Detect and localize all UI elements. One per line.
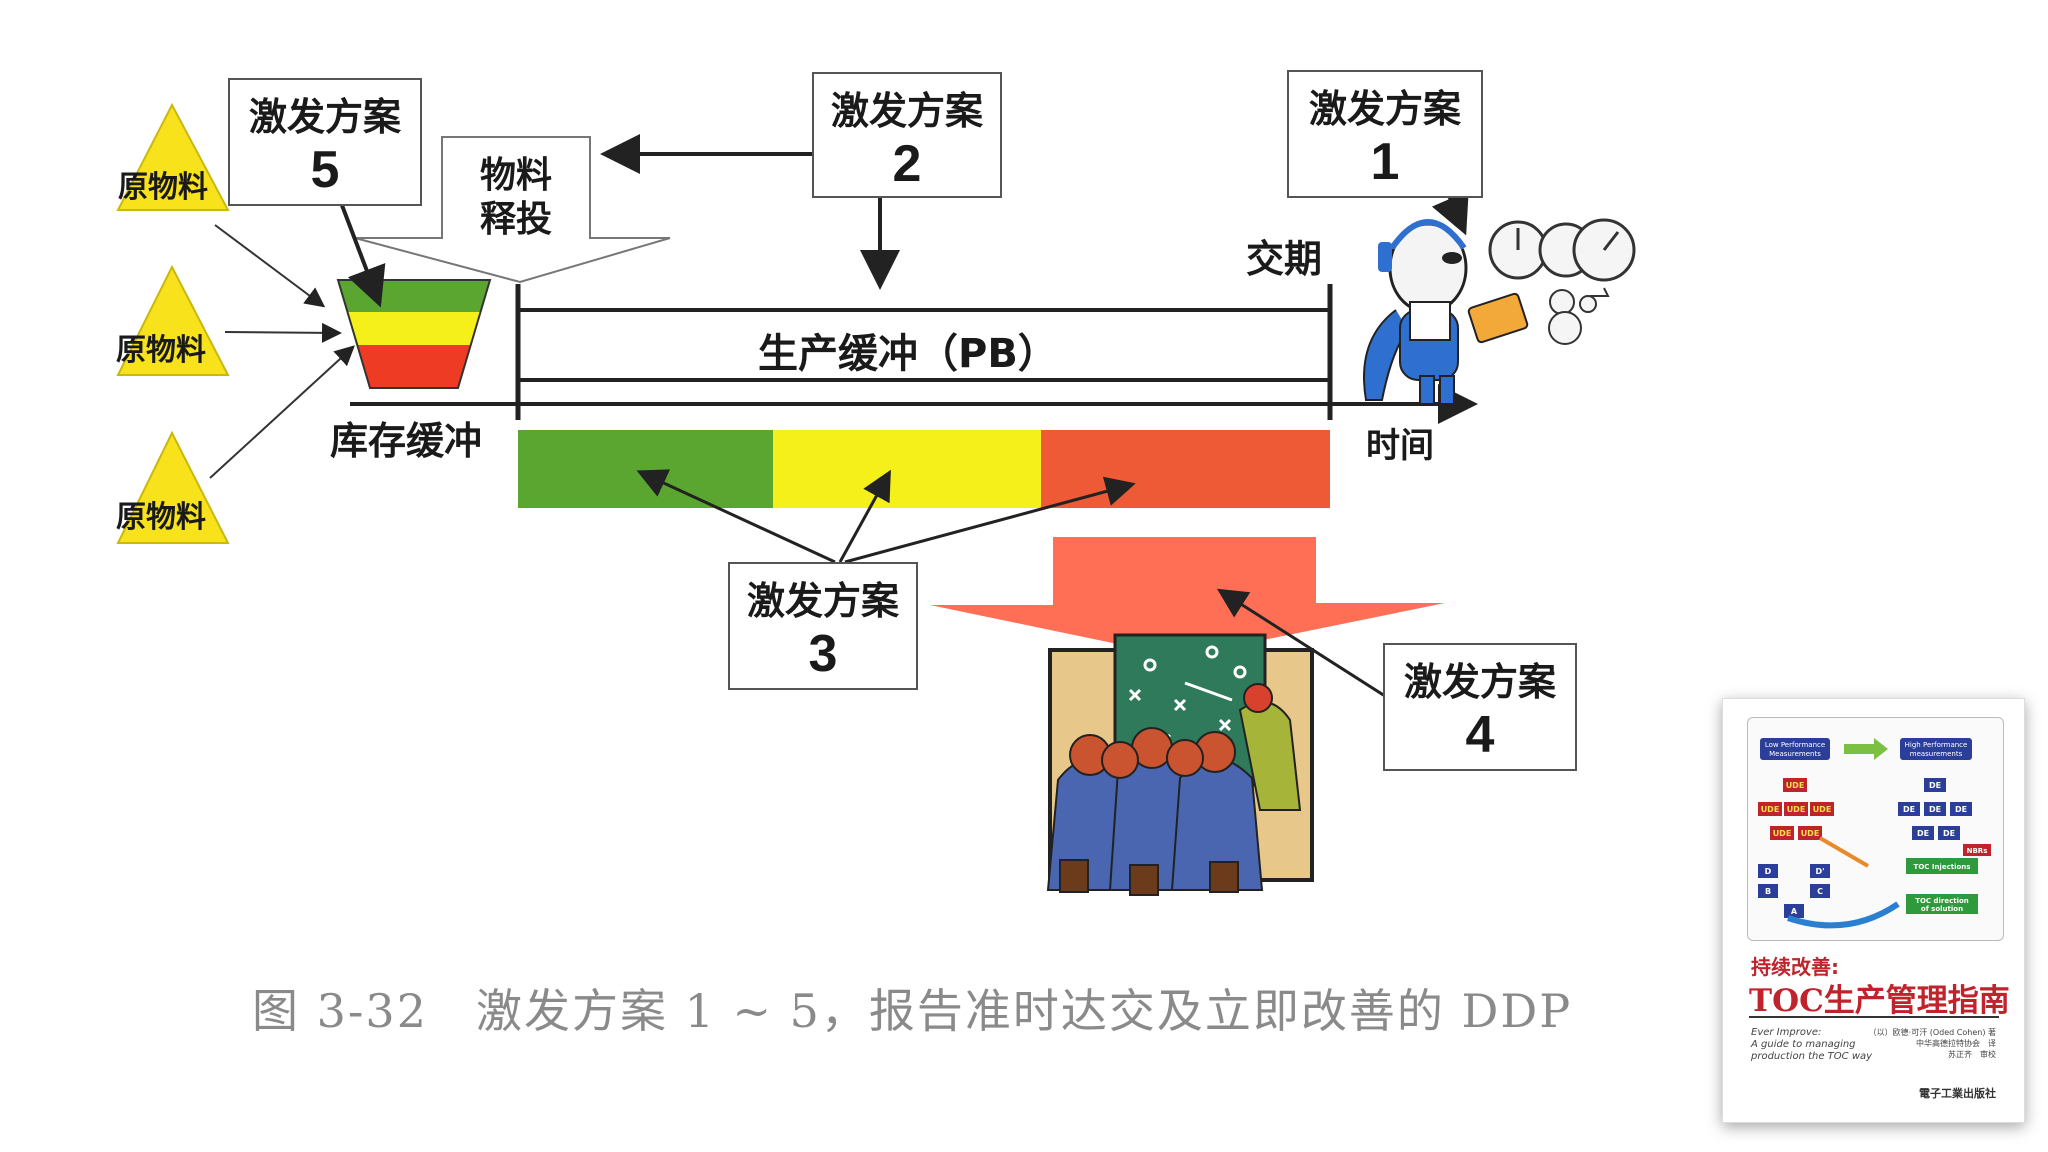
book-cover-art: Low Performance Measurements High Perfor… (1747, 717, 2004, 941)
book-english-subtitle: Ever Improve: A guide to managing produc… (1751, 1027, 1873, 1062)
svg-text:UDE: UDE (1787, 805, 1806, 814)
material-release-label-1: 物料 (480, 155, 553, 196)
raw-to-buffer-arrow-2 (224, 322, 342, 343)
raw-material-label-3: 原物料 (116, 500, 206, 535)
svg-text:Measurements: Measurements (1769, 750, 1821, 758)
buffer-zone-yellow (773, 430, 1041, 508)
material-release-arrow (354, 136, 671, 284)
book-publisher: 電子工業出版社 (1919, 1087, 1996, 1100)
trigger-3-arrow-yellow (838, 469, 891, 563)
svg-text:DE: DE (1917, 829, 1929, 838)
svg-text:of solution: of solution (1921, 905, 1963, 913)
trigger-box-4: 激发方案 4 (1383, 643, 1577, 771)
book-cover-thumbnail[interactable]: Low Performance Measurements High Perfor… (1722, 698, 2025, 1123)
trigger-5-number: 5 (310, 141, 340, 199)
svg-text:NBRs: NBRs (1967, 847, 1988, 855)
team-meeting-icon (1046, 633, 1314, 896)
trigger-box-5: 激发方案 5 (228, 78, 422, 206)
raw-to-buffer-arrow-3 (209, 345, 355, 479)
svg-text:B: B (1765, 887, 1771, 896)
raw-material-label-1: 原物料 (118, 170, 208, 205)
svg-text:D': D' (1815, 867, 1824, 876)
trigger-3-title: 激发方案 (746, 579, 899, 623)
raw-material-triangle-2 (116, 264, 230, 376)
trigger-4-number: 4 (1465, 706, 1495, 764)
inventory-buffer-yellow (348, 312, 480, 345)
svg-text:C: C (1817, 887, 1823, 896)
gauges-icon (1488, 218, 1636, 345)
trigger-2-title: 激发方案 (830, 89, 983, 133)
inventory-buffer-red (358, 345, 470, 388)
trigger-5-title: 激发方案 (248, 95, 401, 139)
trigger-box-2: 激发方案 2 (812, 72, 1002, 198)
svg-text:DE: DE (1929, 805, 1941, 814)
trigger-3-arrow-red (844, 476, 1136, 564)
book-title-big: TOC生产管理指南 (1749, 983, 2010, 1019)
inventory-buffer-green (338, 280, 490, 312)
book-title-small: 持续改善: (1751, 955, 1839, 979)
inventory-buffer-label: 库存缓冲 (330, 419, 483, 463)
figure-caption: 图 3-32 激发方案 1 ~ 5，报告准时达交及立即改善的 DDP (252, 984, 1573, 1038)
svg-text:UDE: UDE (1801, 829, 1820, 838)
trigger-2-number: 2 (892, 135, 922, 193)
raw-to-buffer-arrow-1 (214, 224, 326, 308)
book-authors: （以）欧德·可汗 (Oded Cohen) 著 中华高德拉特协会 译 苏正齐 审… (1868, 1028, 1996, 1059)
trigger-3-number: 3 (808, 625, 838, 683)
operator-icon (1363, 219, 1529, 405)
svg-text:UDE: UDE (1813, 805, 1832, 814)
svg-text:TOC direction: TOC direction (1915, 897, 1969, 905)
improvement-arrow (930, 537, 1445, 657)
svg-text:DE: DE (1929, 781, 1941, 790)
time-label: 时间 (1366, 426, 1434, 466)
material-release-label-2: 释投 (480, 199, 553, 240)
svg-text:Low Performance: Low Performance (1765, 741, 1825, 749)
svg-text:UDE: UDE (1786, 781, 1805, 790)
raw-material-triangle-3 (116, 430, 230, 544)
svg-text:High Performance: High Performance (1905, 741, 1968, 749)
production-buffer-label: 生产缓冲（PB） (758, 331, 1058, 377)
svg-text:A: A (1791, 907, 1798, 916)
svg-text:DE: DE (1955, 805, 1967, 814)
raw-material-label-2: 原物料 (116, 333, 206, 368)
trigger-4-title: 激发方案 (1403, 660, 1556, 704)
svg-text:measurements: measurements (1910, 750, 1963, 758)
raw-material-triangle-1 (116, 102, 230, 211)
trigger-box-1: 激发方案 1 (1287, 70, 1483, 198)
svg-text:D: D (1765, 867, 1772, 876)
trigger-1-number: 1 (1370, 133, 1400, 191)
trigger-5-arrow (338, 199, 386, 308)
trigger-3-arrow-green (636, 469, 836, 564)
book-cover-diagram: Low Performance Measurements High Perfor… (1758, 738, 1991, 929)
trigger-4-arrow (1216, 588, 1411, 714)
svg-text:UDE: UDE (1761, 805, 1780, 814)
trigger-box-3: 激发方案 3 (728, 562, 918, 690)
svg-text:DE: DE (1903, 805, 1915, 814)
buffer-zone-green (518, 430, 773, 508)
svg-text:DE: DE (1943, 829, 1955, 838)
svg-text:TOC Injections: TOC Injections (1914, 863, 1971, 871)
book-title-rule (1749, 1016, 1999, 1018)
trigger-1-title: 激发方案 (1308, 87, 1461, 131)
inventory-buffer-outline (336, 279, 492, 389)
svg-text:UDE: UDE (1773, 829, 1792, 838)
due-date-label: 交期 (1246, 237, 1323, 281)
